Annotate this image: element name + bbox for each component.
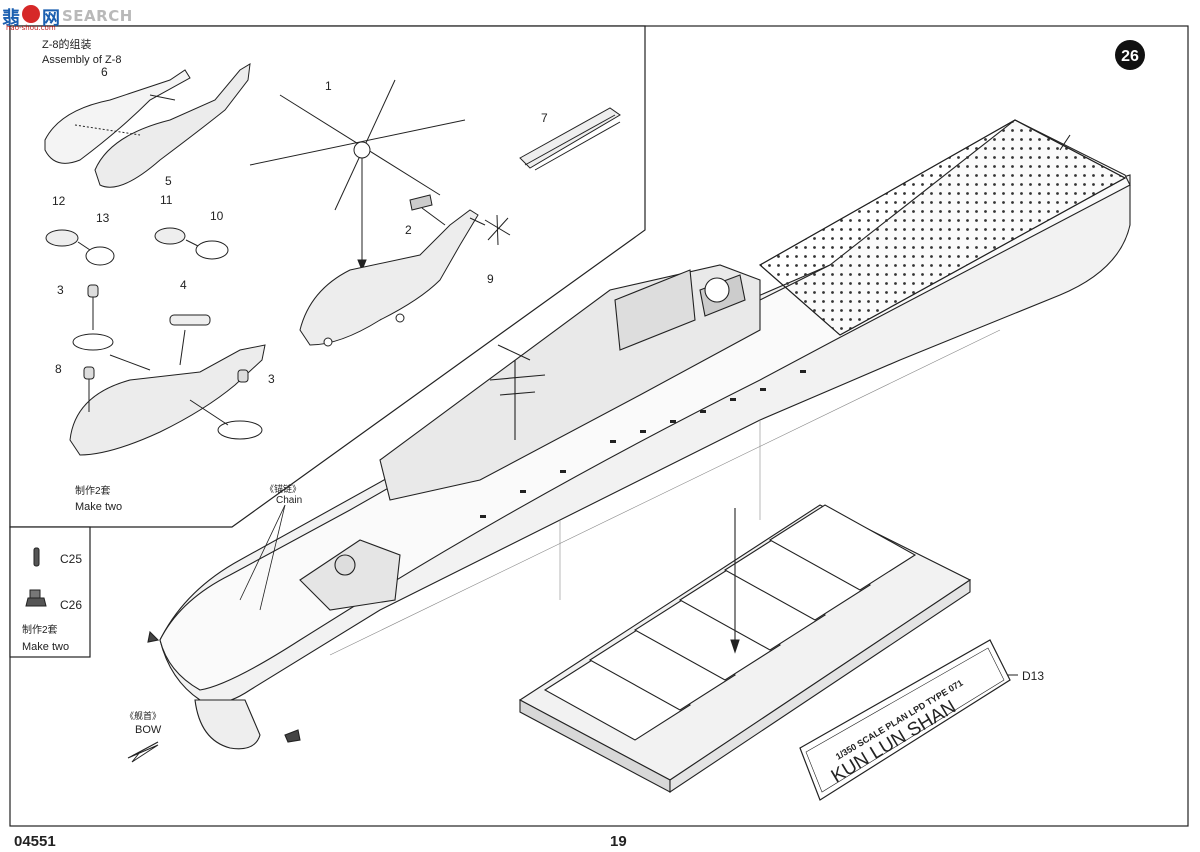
small-make-cn: 制作2套 bbox=[22, 623, 58, 636]
part-13 bbox=[85, 246, 115, 266]
part-label-5: 5 bbox=[165, 174, 172, 188]
part-label-1: 1 bbox=[325, 79, 332, 93]
part-4 bbox=[169, 314, 211, 326]
part-11 bbox=[154, 227, 186, 245]
assembled-z8 bbox=[299, 194, 511, 347]
chain-label-en: Chain bbox=[276, 495, 302, 506]
bulbous-bow bbox=[194, 699, 261, 750]
part-label-3a: 3 bbox=[57, 283, 64, 297]
part-label-2: 2 bbox=[405, 223, 412, 237]
part-label-10: 10 bbox=[210, 209, 224, 223]
anchor-port bbox=[147, 630, 160, 643]
watermark-brand: SEARCH bbox=[62, 7, 133, 25]
part-12 bbox=[45, 229, 79, 247]
part-3-top bbox=[87, 284, 99, 298]
small-panel-border bbox=[9, 526, 91, 658]
display-stand bbox=[518, 504, 1018, 794]
part-label-6: 6 bbox=[101, 65, 108, 79]
watermark-sub: hao-shou.com bbox=[6, 24, 56, 32]
forward-gun-mount bbox=[299, 539, 401, 611]
chain-label-cn: 《锚链》 bbox=[265, 483, 301, 494]
part-label-c25: C25 bbox=[60, 552, 82, 566]
panel-title-en: Assembly of Z-8 bbox=[42, 54, 121, 66]
fuselage-half-6 bbox=[44, 69, 191, 164]
watermark-cn-1: 翡 bbox=[2, 8, 20, 29]
page-number: 19 bbox=[610, 833, 627, 850]
anchor-stbd bbox=[284, 729, 301, 743]
part-label-c26: C26 bbox=[60, 598, 82, 612]
wheel-housing-right bbox=[217, 420, 263, 440]
part-c26-shape bbox=[25, 597, 47, 607]
part-label-11: 11 bbox=[160, 193, 173, 207]
part-label-d13: D13 bbox=[1022, 669, 1044, 683]
part-8 bbox=[83, 366, 95, 380]
part-label-13: 13 bbox=[96, 211, 110, 225]
part-label-8: 8 bbox=[55, 362, 62, 376]
helicopter-parts bbox=[44, 63, 621, 456]
small-parts bbox=[25, 547, 47, 607]
step-number: 26 bbox=[1121, 48, 1139, 65]
hull-portholes bbox=[480, 370, 806, 518]
panel-make-en: Make two bbox=[75, 501, 122, 513]
panel-title-cn: Z-8的组装 bbox=[42, 37, 92, 51]
bow-arrow bbox=[127, 741, 159, 763]
part-label-12: 12 bbox=[52, 194, 66, 208]
bow-label-cn: 《舰首》 bbox=[125, 710, 161, 721]
watermark-cn-2: 网 bbox=[42, 8, 60, 29]
main-rotor-1 bbox=[249, 79, 466, 272]
bow-label-en: BOW bbox=[135, 724, 162, 736]
radome bbox=[704, 277, 730, 303]
lower-fuselage bbox=[69, 344, 266, 456]
wheel-housing-left bbox=[72, 333, 114, 351]
part-label-9: 9 bbox=[487, 272, 494, 286]
footer-code: 04551 bbox=[14, 833, 56, 850]
part-c25-shape bbox=[33, 547, 40, 567]
stand-cradles bbox=[543, 504, 917, 741]
ship-hull bbox=[147, 119, 1131, 750]
part-label-4: 4 bbox=[180, 278, 187, 292]
blade-bundle-7 bbox=[519, 107, 621, 171]
fuselage-half-5 bbox=[94, 63, 251, 188]
text-labels: Z-8的组装 Assembly of Z-8 1 2 3 3 4 5 6 7 8… bbox=[14, 37, 1044, 850]
part-3-bottom bbox=[237, 369, 249, 383]
tail-rotor-9 bbox=[484, 214, 511, 246]
part-10 bbox=[195, 240, 229, 260]
panel-make-cn: 制作2套 bbox=[75, 484, 111, 497]
part-label-3b: 3 bbox=[268, 372, 275, 386]
watermark-dot-icon bbox=[22, 5, 40, 23]
watermark-logo: 翡 网 SEARCH hao-shou.com bbox=[2, 2, 133, 32]
small-make-en: Make two bbox=[22, 641, 69, 653]
part-label-7: 7 bbox=[541, 111, 548, 125]
step-badge: 26 bbox=[1115, 40, 1145, 70]
